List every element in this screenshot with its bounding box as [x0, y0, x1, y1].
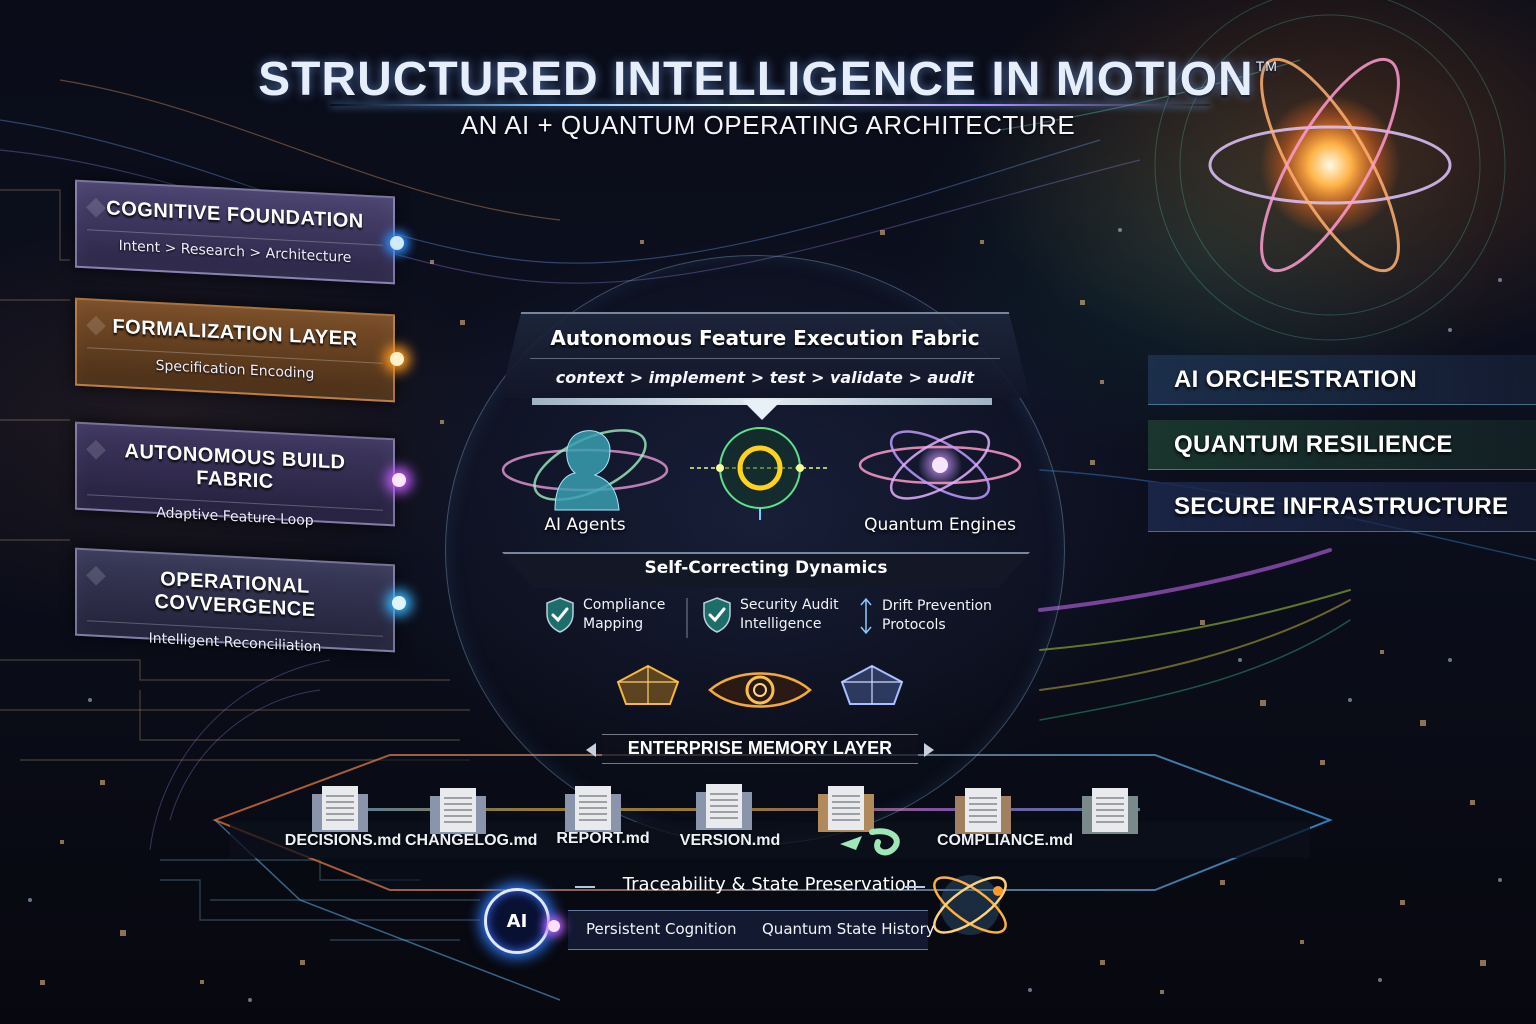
divider	[905, 886, 925, 888]
vertical-arrows-icon	[860, 597, 872, 635]
security-audit-item[interactable]: Security Audit Intelligence	[702, 596, 839, 634]
execution-fabric-title: Autonomous Feature Execution Fabric	[550, 326, 980, 350]
layer-title: COGNITIVE FOUNDATION	[106, 197, 364, 233]
shield-check-icon	[703, 597, 731, 633]
vertical-arrow-icon	[686, 598, 688, 638]
self-correcting-panel	[502, 552, 1030, 588]
traceability-band	[568, 910, 928, 950]
pillar-ai-orchestration[interactable]: AI ORCHESTRATION	[1148, 355, 1536, 405]
document-stack-icon[interactable]	[955, 786, 1011, 834]
item-line1: Security Audit	[740, 597, 839, 613]
connector-node-violet-icon	[392, 473, 406, 487]
arrow-left-icon	[586, 743, 596, 757]
quantum-engines-label: Quantum Engines	[864, 515, 1016, 535]
item-line1: Compliance	[583, 597, 666, 613]
layer-subtitle: Intent > Research > Architecture	[87, 229, 383, 268]
chevron-down-icon	[742, 400, 782, 420]
glowing-core-ring-icon[interactable]	[690, 420, 830, 520]
document-stack-icon[interactable]	[430, 786, 486, 834]
memory-layer-title: ENTERPRISE MEMORY LAYER	[602, 734, 918, 764]
connector-node-blue-icon	[390, 236, 404, 250]
self-correcting-title: Self-Correcting Dynamics	[644, 558, 888, 578]
layer-autonomous-build-fabric[interactable]: AUTONOMOUS BUILD FABRIC Adaptive Feature…	[75, 421, 395, 533]
arrow-right-icon	[924, 743, 934, 757]
connector-node-orange-icon	[390, 352, 404, 366]
item-line2: Intelligence	[740, 616, 822, 632]
item-line2: Protocols	[882, 617, 946, 633]
connector-node-violet-icon	[548, 920, 560, 932]
document-stack-icon[interactable]	[696, 782, 752, 830]
eye-icon	[708, 672, 812, 708]
quantum-state-history-label: Quantum State History	[762, 920, 935, 938]
document-label[interactable]: DECISIONS.md	[284, 832, 402, 849]
layer-title: FORMALIZATION LAYER	[112, 315, 358, 351]
layer-subtitle: Specification Encoding	[87, 347, 383, 386]
trademark: TM	[1255, 58, 1278, 74]
page-subtitle: AN AI + QUANTUM OPERATING ARCHITECTURE	[460, 110, 1076, 140]
layer-title: OPERATIONAL COVVERGENCE	[154, 568, 316, 622]
execution-fabric-steps: context > implement > test > validate > …	[555, 368, 975, 387]
document-stack-icon[interactable]	[565, 784, 621, 832]
blue-prism-icon	[840, 664, 904, 705]
document-stack-icon[interactable]	[818, 784, 874, 832]
title-divider	[330, 104, 1210, 106]
layer-subtitle: Adaptive Feature Loop	[87, 494, 383, 533]
layer-operational-convergence[interactable]: OPERATIONAL COVVERGENCE Intelligent Reco…	[75, 547, 395, 659]
drift-prevention-item[interactable]: Drift Prevention Protocols	[858, 596, 992, 636]
compliance-mapping-item[interactable]: Compliance Mapping	[545, 596, 665, 634]
pillar-quantum-resilience[interactable]: QUANTUM RESILIENCE	[1148, 420, 1536, 470]
gems-row	[616, 664, 904, 708]
sync-arrow-icon	[840, 828, 900, 856]
ai-agent-head-orbit-icon[interactable]	[495, 415, 675, 515]
divider	[575, 886, 595, 888]
layer-cognitive-foundation[interactable]: COGNITIVE FOUNDATION Intent > Research >…	[75, 179, 395, 285]
execution-fabric-panel	[500, 312, 1030, 398]
traceability-title: Traceability & State Preservation	[622, 874, 918, 895]
layer-title: AUTONOMOUS BUILD FABRIC	[124, 440, 346, 494]
layer-subtitle: Intelligent Reconciliation	[87, 620, 383, 659]
pillar-secure-infrastructure[interactable]: SECURE INFRASTRUCTURE	[1148, 482, 1536, 532]
item-line1: Drift Prevention	[882, 598, 992, 614]
ai-badge-icon[interactable]: AI	[484, 888, 550, 954]
quantum-atom-icon[interactable]	[850, 415, 1030, 515]
item-line2: Mapping	[583, 616, 644, 632]
shield-check-icon	[546, 597, 574, 633]
gold-prism-icon	[616, 664, 680, 705]
document-label[interactable]: COMPLIANCE.md	[937, 832, 1073, 849]
document-label[interactable]: CHANGELOG.md	[405, 832, 538, 849]
connector-node-cyan-icon	[392, 596, 406, 610]
ai-agents-label: AI Agents	[544, 515, 626, 535]
layer-formalization[interactable]: FORMALIZATION LAYER Specification Encodi…	[75, 297, 395, 403]
document-label[interactable]: VERSION.md	[679, 832, 781, 849]
document-label[interactable]: REPORT.md	[556, 830, 650, 847]
persistent-cognition-label: Persistent Cognition	[586, 920, 737, 938]
atom-icon	[1154, 0, 1506, 341]
divider	[530, 358, 1000, 359]
document-stack-icon[interactable]	[312, 784, 368, 832]
document-stack-icon[interactable]	[1082, 786, 1138, 834]
